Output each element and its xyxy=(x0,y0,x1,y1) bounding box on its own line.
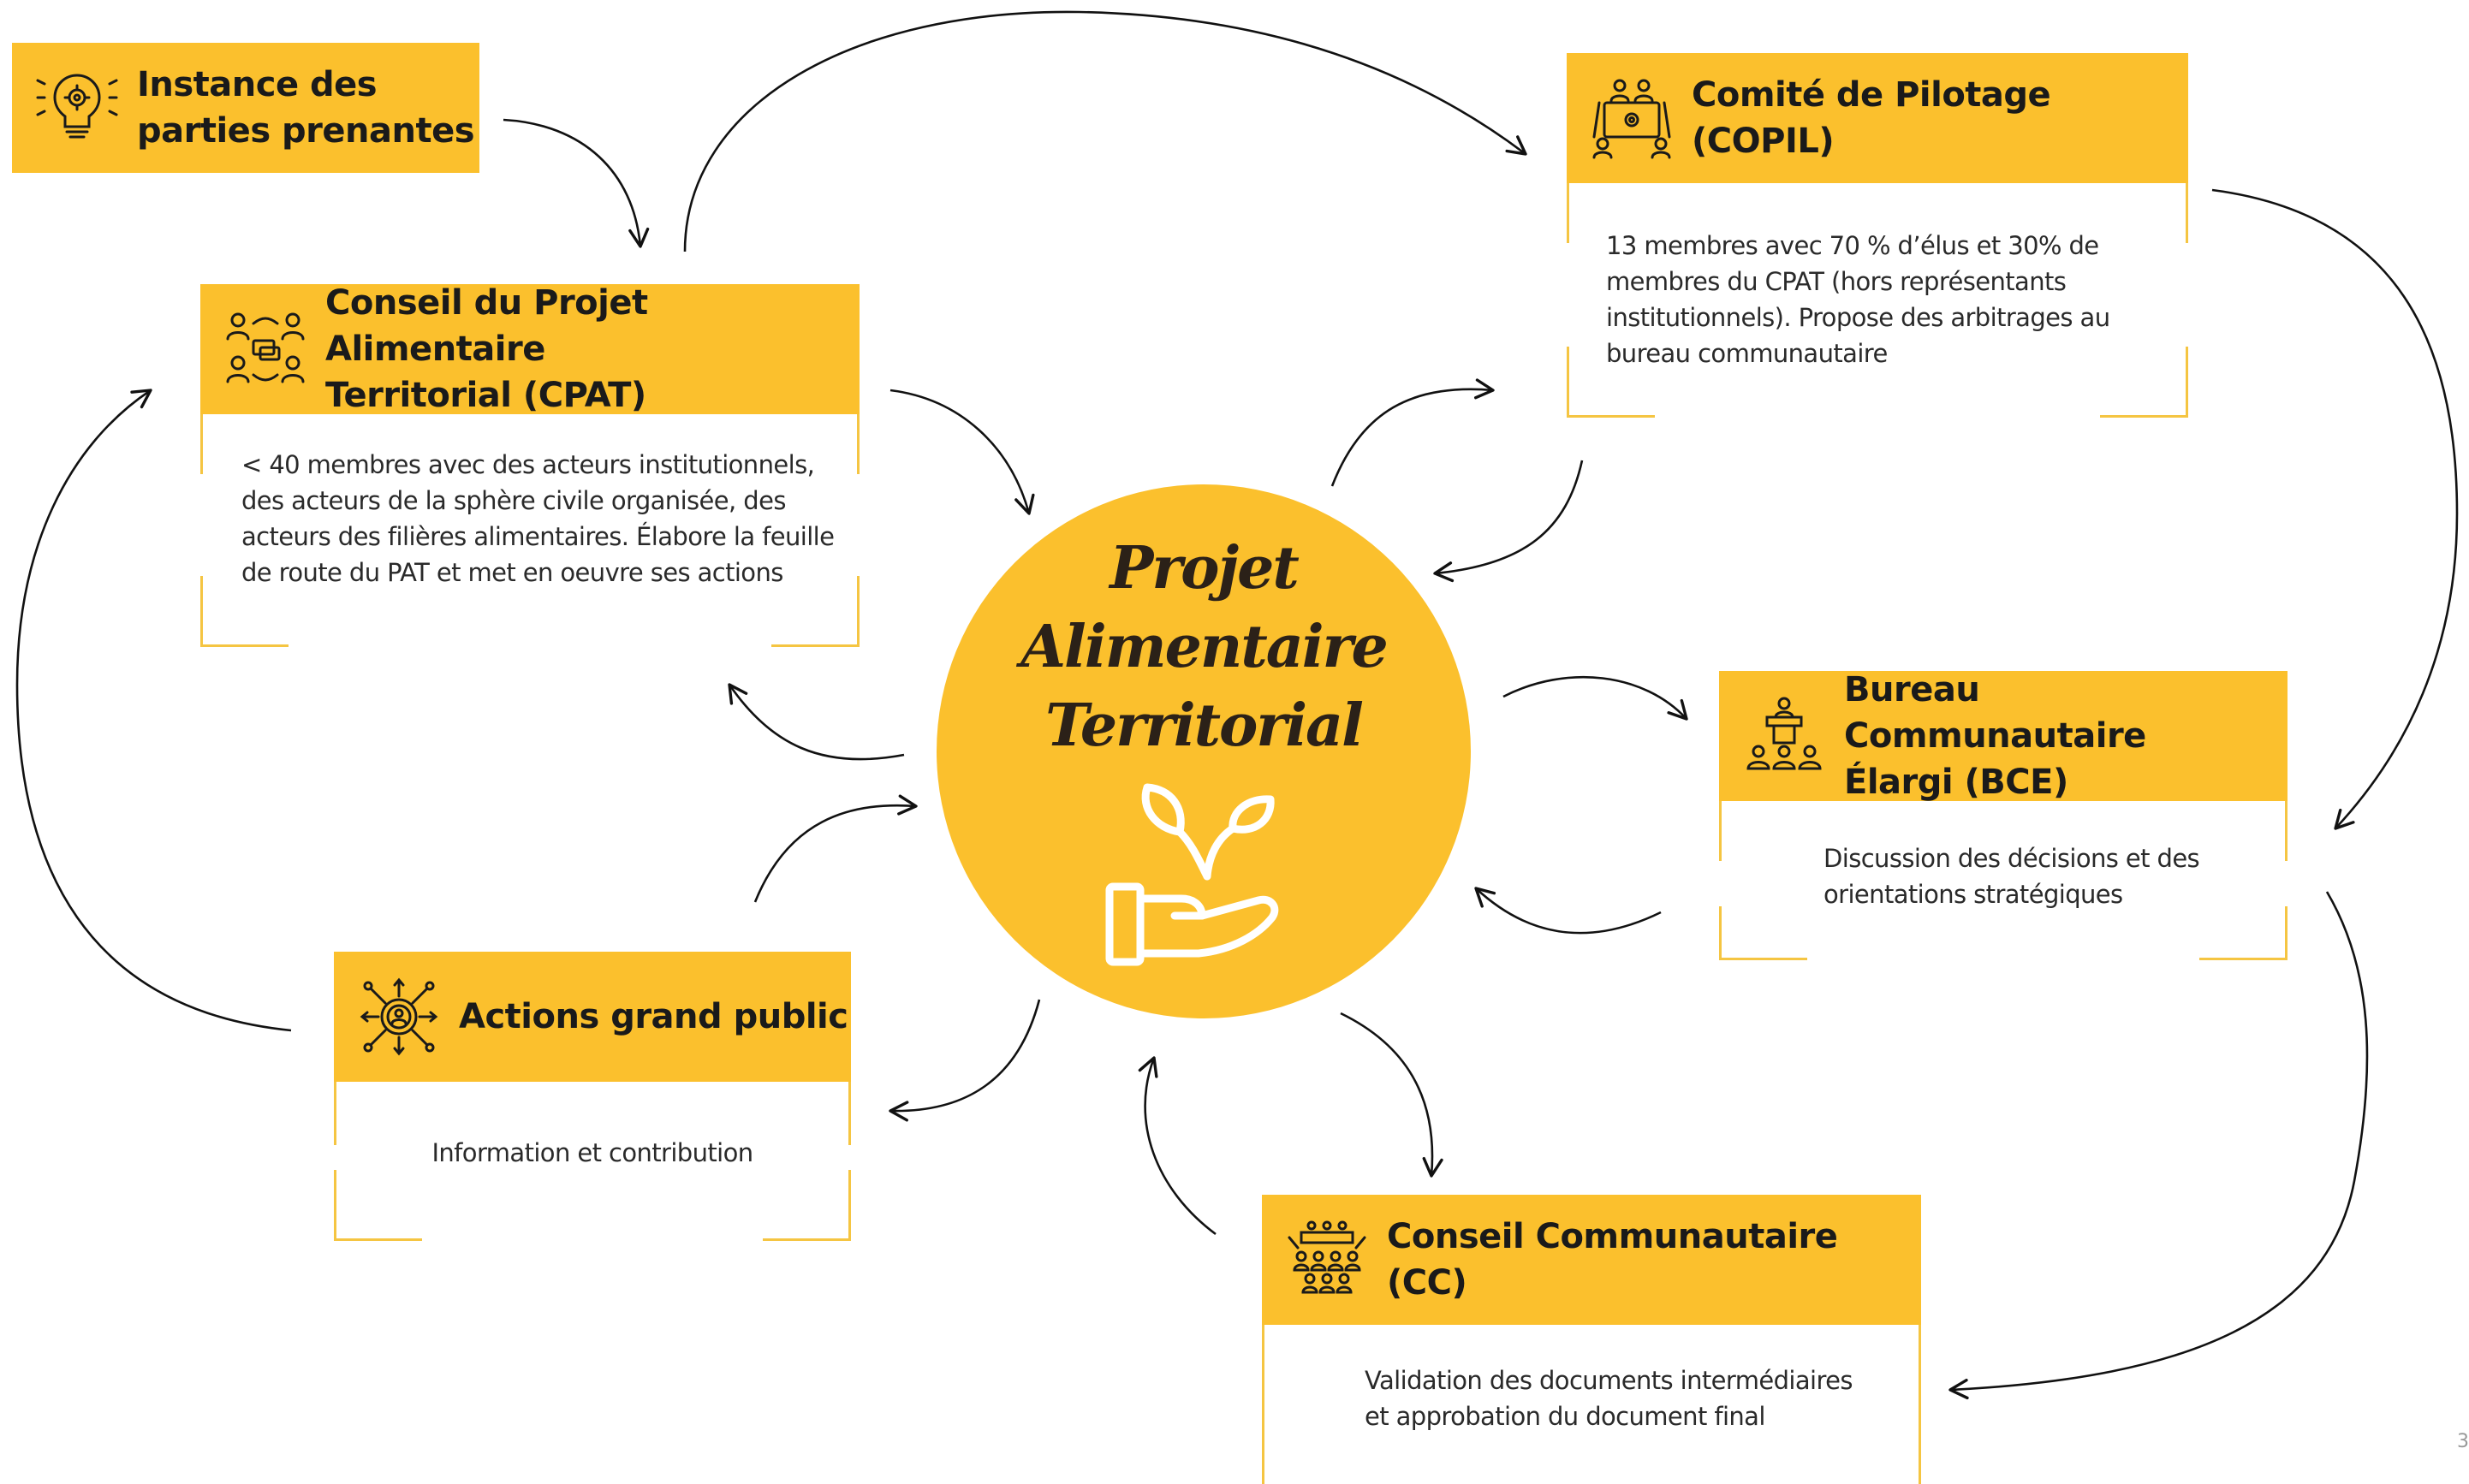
cpat-title: Conseil du Projet Alimentaire Territoria… xyxy=(325,283,648,415)
arrow-center-to-bce xyxy=(1502,675,1688,721)
copil-body: 13 membres avec 70 % d’élus et 30% de me… xyxy=(1567,183,2188,418)
frame-corner xyxy=(1719,906,1807,960)
frame-corner xyxy=(200,414,203,474)
stakeholders-title: Instance des parties prenantes xyxy=(137,65,475,151)
bce-title: Bureau Communautaire Élargi (BCE) xyxy=(1844,670,2146,802)
frame-corner xyxy=(848,1082,851,1145)
frame-corner xyxy=(1919,1325,1921,1484)
cpat-description: < 40 membres avec des acteurs institutio… xyxy=(241,450,835,587)
frame-corner xyxy=(771,576,860,647)
public-header: Actions grand public xyxy=(334,952,851,1082)
arrow-cc-to-center xyxy=(1138,1056,1217,1236)
page-number: 3 xyxy=(2457,1431,2469,1452)
frame-corner xyxy=(1567,183,1569,243)
stakeholders-header: Instance des parties prenantes xyxy=(12,43,479,173)
arrow-copil-to-center xyxy=(1433,460,1584,583)
frame-corner xyxy=(334,1082,336,1145)
arrow-public-to-center xyxy=(753,794,918,903)
public-description: Information et contribution xyxy=(431,1138,753,1167)
frame-corner xyxy=(1719,801,1722,861)
cc-header: Conseil Communautaire (CC) xyxy=(1262,1195,1921,1325)
meeting-table-icon xyxy=(1591,77,1673,159)
lightbulb-gear-icon xyxy=(36,67,118,149)
arrow-cpat-to-center xyxy=(889,389,1035,515)
copil-description: 13 membres avec 70 % d’élus et 30% de me… xyxy=(1606,231,2110,368)
cpat-header: Conseil du Projet Alimentaire Territoria… xyxy=(200,283,860,415)
people-discussion-icon xyxy=(224,308,306,390)
copil-header: Comité de Pilotage (COPIL) xyxy=(1567,53,2188,183)
arrow-bce-to-center xyxy=(1474,887,1662,935)
arrow-center-to-copil xyxy=(1330,378,1495,487)
arrow-cpat-to-copil xyxy=(683,10,1527,252)
bce-description: Discussion des décisions et des orientat… xyxy=(1823,844,2200,909)
arrow-center-to-cc xyxy=(1340,1012,1443,1178)
cc-body: Validation des documents intermédiaires … xyxy=(1262,1325,1921,1484)
bce-body: Discussion des décisions et des orientat… xyxy=(1719,801,2288,960)
bce-header: Bureau Communautaire Élargi (BCE) xyxy=(1719,670,2288,802)
podium-audience-icon xyxy=(1743,695,1825,777)
cc-title: Conseil Communautaire (CC) xyxy=(1387,1217,1838,1303)
frame-corner xyxy=(2100,347,2188,418)
arrow-bce-to-cc xyxy=(1948,891,2369,1400)
frame-corner xyxy=(2199,906,2288,960)
council-assembly-icon xyxy=(1286,1219,1368,1301)
copil-title: Comité de Pilotage (COPIL) xyxy=(1692,75,2051,161)
hand-sprout-icon xyxy=(1105,783,1279,966)
frame-corner xyxy=(857,414,860,474)
arrow-center-to-cpat xyxy=(728,683,905,761)
frame-corner xyxy=(763,1170,851,1241)
frame-corner xyxy=(1262,1325,1264,1484)
public-body: Information et contribution xyxy=(334,1082,851,1241)
center-circle xyxy=(937,484,1471,1018)
arrow-stakeholders-to-cpat xyxy=(503,118,650,248)
frame-corner xyxy=(334,1170,422,1241)
arrow-center-to-public xyxy=(889,999,1041,1122)
arrow-copil-to-bce xyxy=(2211,188,2459,830)
arrow-public-to-cpat xyxy=(15,389,292,1032)
frame-corner xyxy=(200,576,289,647)
network-gear-person-icon xyxy=(358,976,440,1058)
cc-description: Validation des documents intermédiaires … xyxy=(1365,1366,1853,1431)
frame-corner xyxy=(1567,347,1655,418)
cpat-body: < 40 membres avec des acteurs institutio… xyxy=(200,414,860,647)
frame-corner xyxy=(2186,183,2188,243)
public-title: Actions grand public xyxy=(459,997,848,1036)
center-title: Projet Alimentaire Territorial xyxy=(1020,534,1388,760)
frame-corner xyxy=(2285,801,2288,861)
